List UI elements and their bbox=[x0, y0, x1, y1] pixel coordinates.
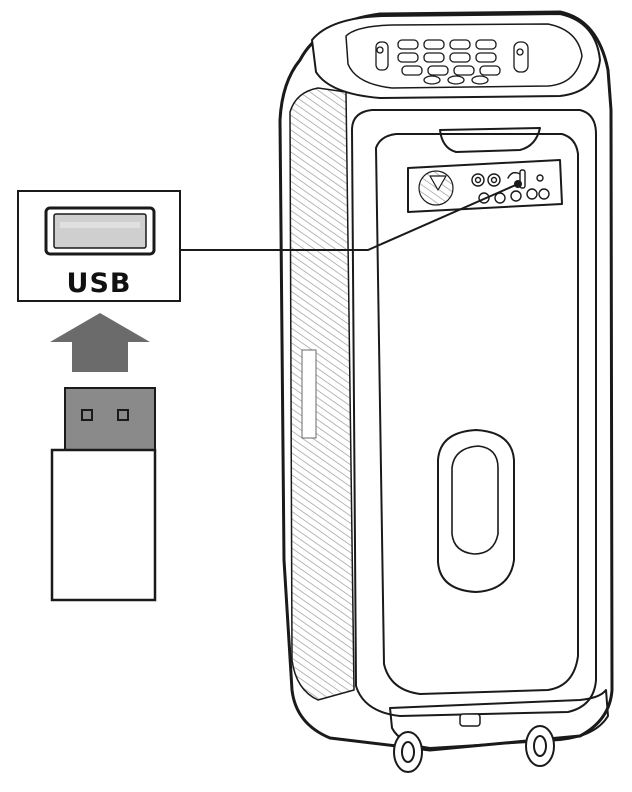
front-panel bbox=[375, 133, 579, 695]
up-arrow-icon bbox=[50, 313, 150, 372]
rear-grip bbox=[437, 429, 515, 593]
usb-port-icon bbox=[44, 206, 156, 256]
rear-grip-inner bbox=[451, 445, 499, 555]
top-panel-inner bbox=[345, 23, 583, 89]
party-speaker bbox=[278, 10, 614, 773]
usb-callout bbox=[17, 190, 181, 302]
side-grille bbox=[289, 87, 355, 701]
leader-line bbox=[180, 183, 519, 251]
front-frame bbox=[351, 109, 597, 717]
wheels bbox=[393, 725, 555, 773]
usb-label: USB bbox=[66, 268, 132, 299]
drive-connector bbox=[64, 387, 156, 451]
power-socket-icon bbox=[459, 713, 481, 727]
control-buttons bbox=[375, 39, 529, 85]
jbl-logo-icon bbox=[301, 349, 317, 439]
drive-body bbox=[50, 448, 157, 602]
input-jacks bbox=[471, 169, 550, 204]
mic-input-icon bbox=[418, 170, 454, 206]
usb-flash-drive-icon bbox=[50, 387, 157, 602]
